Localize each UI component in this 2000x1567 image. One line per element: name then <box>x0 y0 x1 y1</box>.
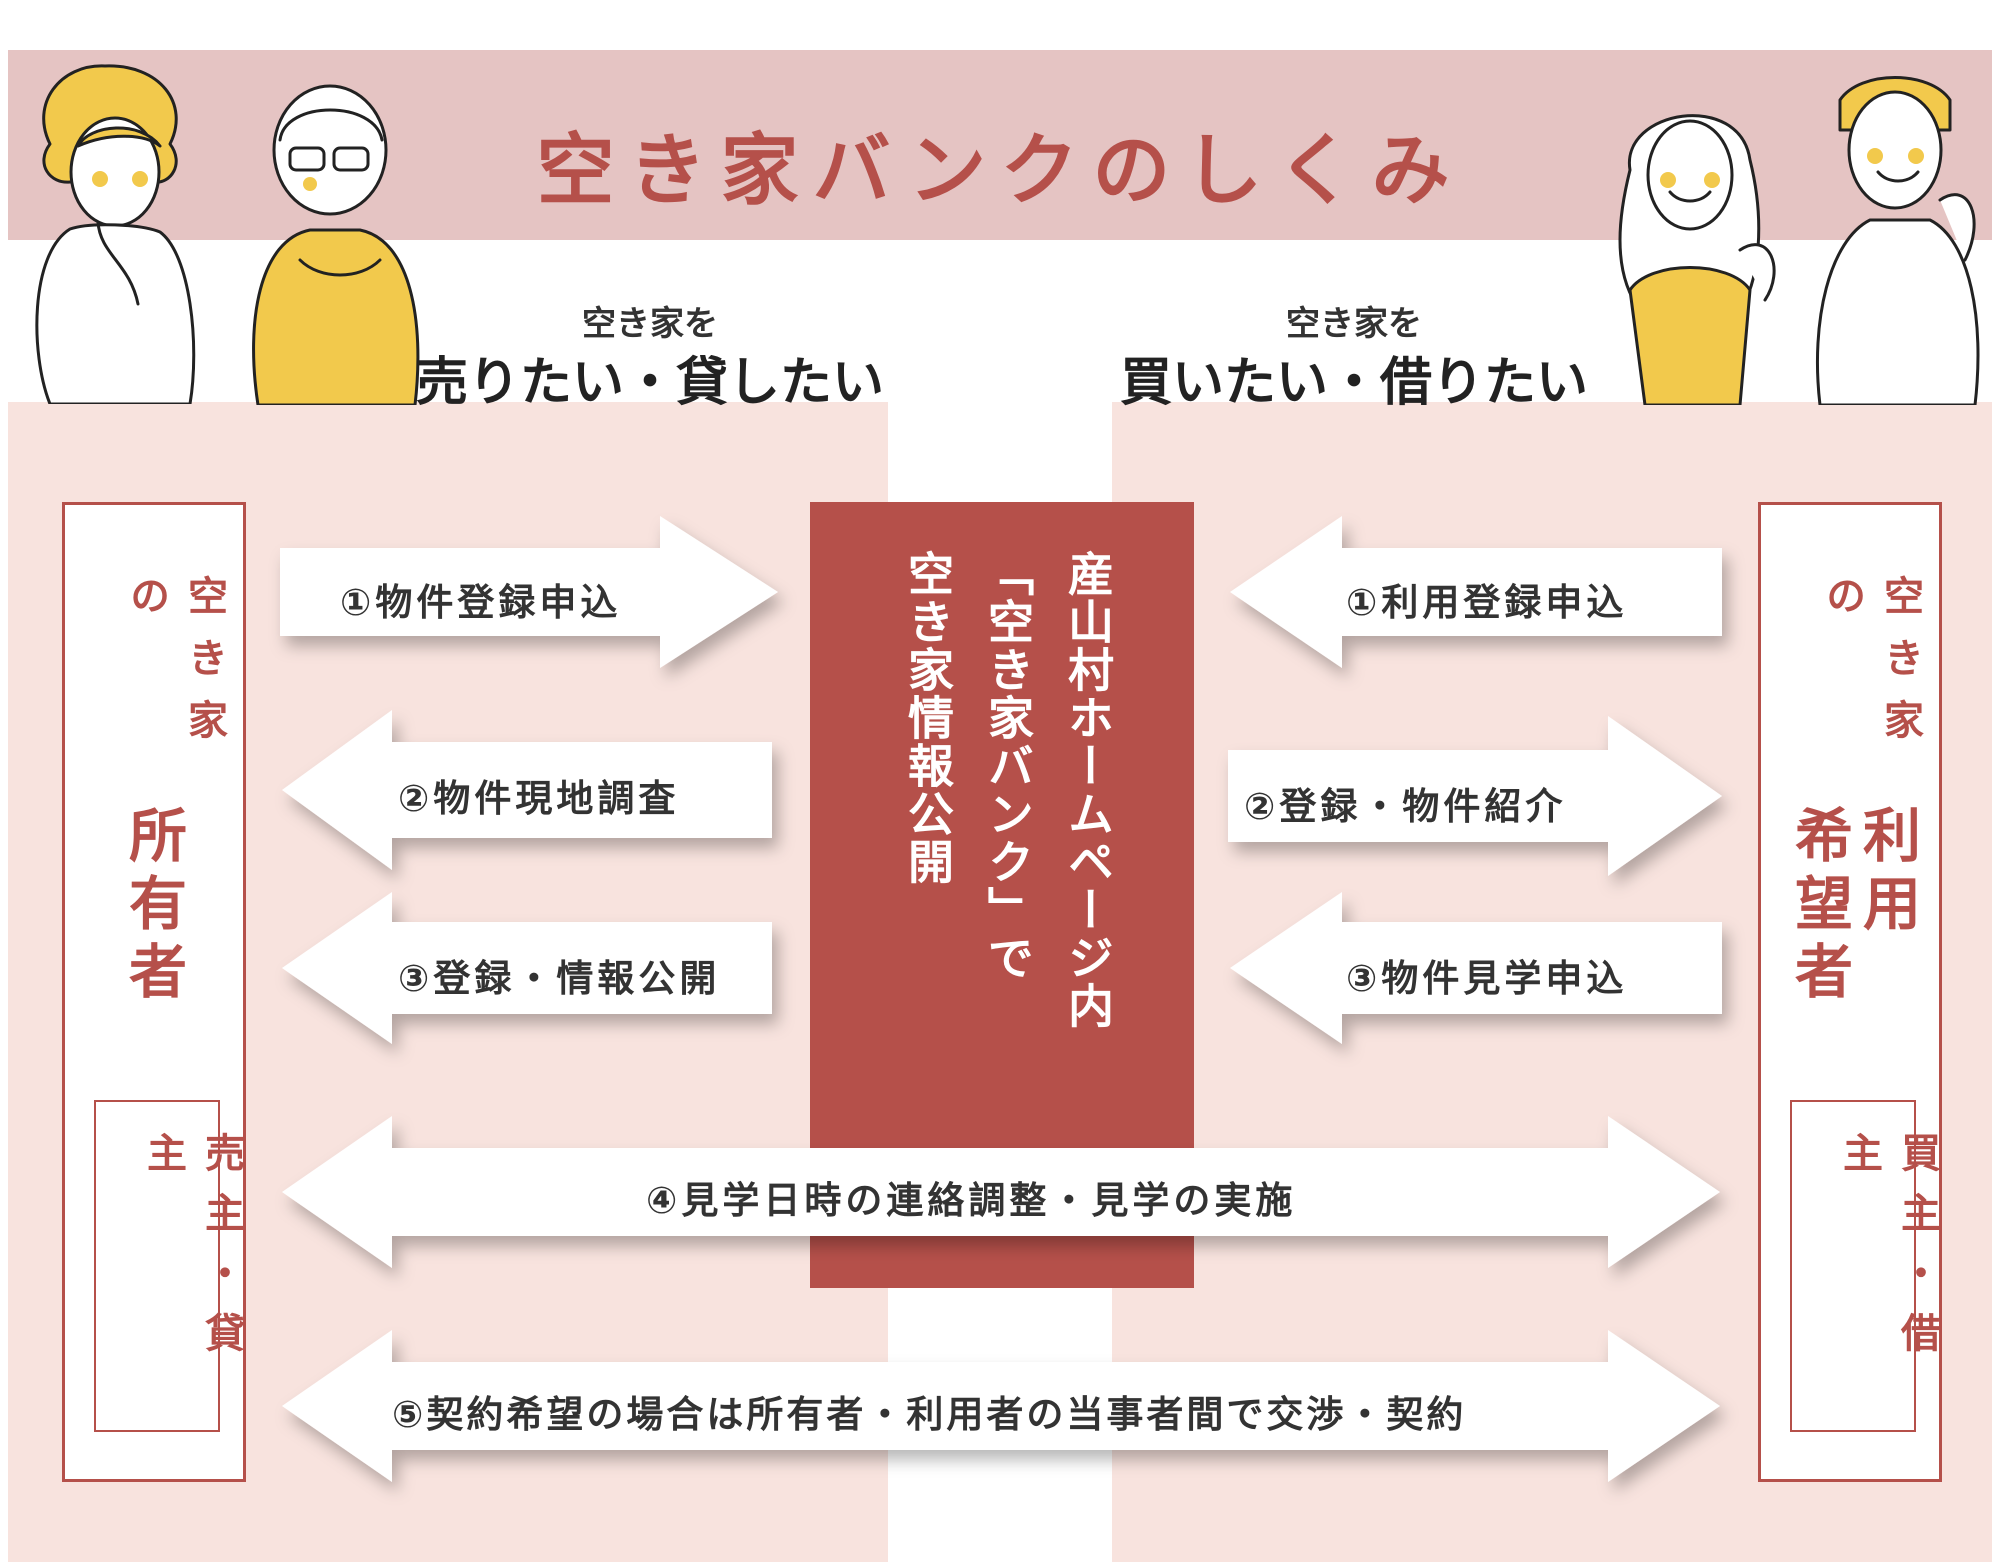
worried-woman-illustration <box>35 64 196 404</box>
center-line-2: 「空き家バンク」で <box>981 550 1035 982</box>
user-role-small: 空き家の <box>1819 575 1923 761</box>
arrow-user-1 <box>1230 516 1722 668</box>
user-role-big-col1: 利用 <box>1853 805 1921 941</box>
label-user-2: ②登録・物件紹介 <box>1244 785 1567 828</box>
arrow-user-2 <box>1228 716 1722 876</box>
diagram-title: 空き家バンクのしくみ <box>536 126 1464 216</box>
arrow-owner-1 <box>280 516 778 668</box>
center-line-3: 空き家情報公開 <box>901 550 955 886</box>
user-heading-big: 買いたい・借りたい <box>1119 353 1588 413</box>
owner-role-small: 空き家の <box>123 575 227 761</box>
owner-heading-big: 売りたい・貸したい <box>415 353 884 413</box>
label-both-5: ⑤契約希望の場合は所有者・利用者の当事者間で交渉・契約 <box>392 1393 1467 1436</box>
label-owner-1: ①物件登録申込 <box>340 581 622 624</box>
happy-woman-illustration <box>1618 114 1776 405</box>
user-heading-small: 空き家を <box>1286 304 1422 344</box>
owner-sub-label: 売主・貸主 <box>140 1132 244 1372</box>
center-line-1: 産山村ホームページ内 <box>1061 550 1115 1030</box>
owner-heading-small: 空き家を <box>582 304 718 344</box>
owner-sub-box: 売主・貸主 <box>94 1100 244 1432</box>
arrow-user-3 <box>1230 892 1722 1044</box>
arrow-both-5 <box>282 1330 1720 1482</box>
label-user-3: ③物件見学申込 <box>1346 957 1628 1000</box>
arrow-owner-2 <box>282 710 772 870</box>
arrow-owner-3 <box>282 892 772 1044</box>
label-user-1: ①利用登録申込 <box>1346 581 1628 624</box>
label-both-4: ④見学日時の連絡調整・見学の実施 <box>646 1179 1297 1222</box>
label-owner-2: ②物件現地調査 <box>398 777 680 820</box>
worried-man-illustration <box>252 84 420 405</box>
happy-man-illustration <box>1816 76 1980 405</box>
label-owner-3: ③登録・情報公開 <box>398 957 721 1000</box>
user-role-big-col2: 希望者 <box>1785 805 1853 1009</box>
user-sub-box: 買主・借主 <box>1790 1100 1940 1432</box>
user-sub-label: 買主・借主 <box>1836 1132 1940 1372</box>
owner-role-big: 所有者 <box>119 805 187 1009</box>
arrow-both-4 <box>282 1116 1720 1268</box>
